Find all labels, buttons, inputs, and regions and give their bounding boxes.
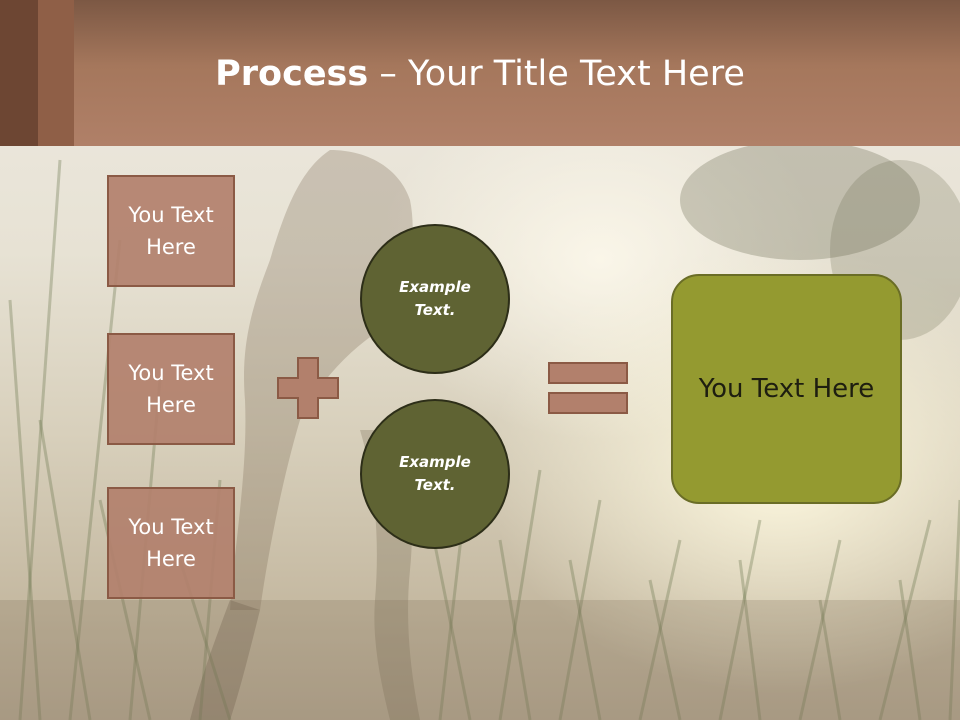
input-box-label: You Text Here (128, 203, 214, 259)
input-box-3[interactable]: You Text Here (107, 487, 235, 599)
plus-icon (277, 357, 339, 419)
result-box-label: You Text Here (698, 374, 875, 404)
equals-icon (548, 362, 628, 414)
title-rest-text: – Your Title Text Here (368, 54, 745, 94)
input-box-2[interactable]: You Text Here (107, 333, 235, 445)
slide-title[interactable]: Process – Your Title Text Here (0, 50, 960, 98)
input-box-1[interactable]: You Text Here (107, 175, 235, 287)
header-accent-strip (38, 0, 74, 146)
example-circle-2[interactable]: Example Text. (360, 399, 510, 549)
example-circle-label: Example Text. (399, 453, 471, 494)
example-circle-label: Example Text. (399, 278, 471, 319)
header-accent-strip (0, 0, 38, 146)
example-circle-1[interactable]: Example Text. (360, 224, 510, 374)
input-box-label: You Text Here (128, 361, 214, 417)
result-box[interactable]: You Text Here (671, 274, 902, 504)
title-bar (0, 0, 960, 146)
title-bold-text: Process (215, 54, 369, 94)
input-box-label: You Text Here (128, 515, 214, 571)
